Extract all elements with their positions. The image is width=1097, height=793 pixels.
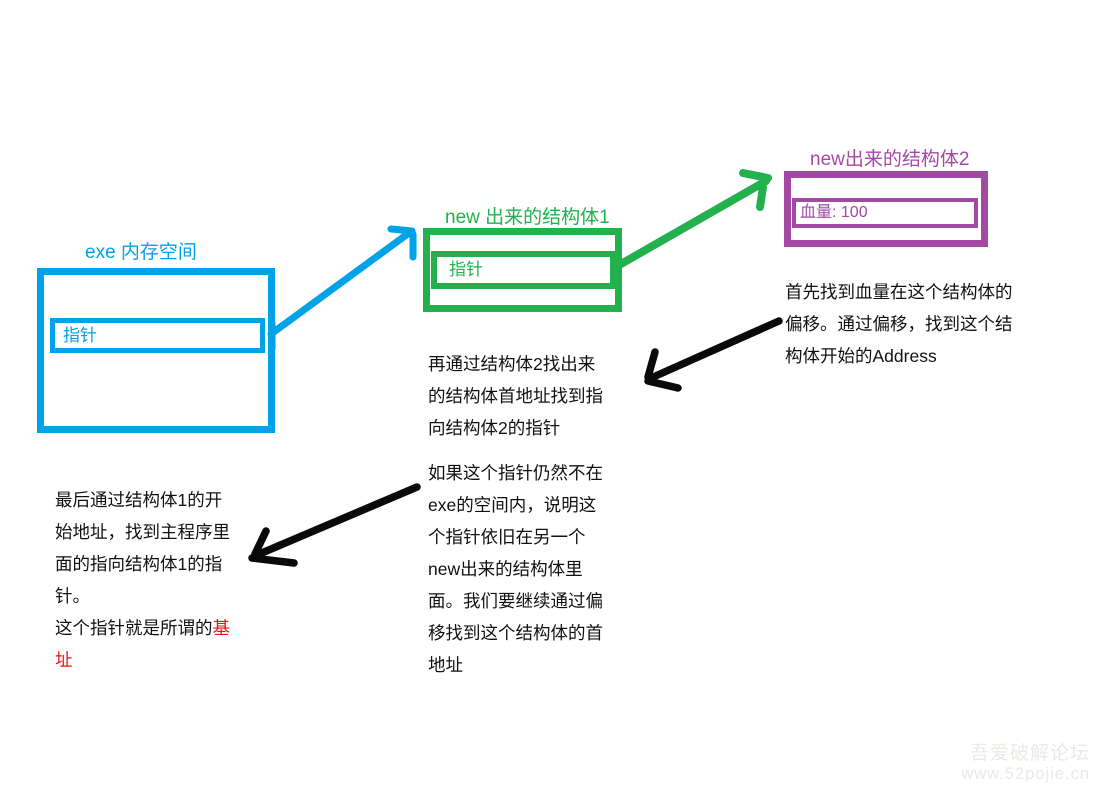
struct1-label: new 出来的结构体1	[445, 207, 610, 228]
watermark-forum-name: 吾爱破解论坛	[969, 743, 1090, 764]
base-note-tail: 这个指针就是所谓的	[55, 618, 213, 638]
struct1-pointer-label: 指针	[449, 260, 483, 279]
struct2-label: new出来的结构体2	[810, 149, 970, 170]
watermark-site-url: www.52pojie.cn	[961, 765, 1090, 783]
exe-memory-box: 指针	[37, 268, 275, 433]
struct2-box: 血量: 100	[784, 171, 988, 247]
exe-pointer-label: 指针	[63, 326, 97, 345]
exe-pointer-cell: 指针	[50, 318, 265, 353]
arrow-exe-pointer-to-struct1	[267, 225, 417, 353]
exe-memory-label: exe 内存空间	[85, 242, 197, 263]
base-note-highlight: 基 址	[55, 618, 230, 670]
arrow-offset-note-to-struct2-note	[644, 317, 783, 392]
struct2-hp-label: 血量: 100	[800, 204, 868, 221]
struct1-pointer-cell: 指针	[431, 251, 616, 289]
base-note-body: 最后通过结构体1的开 始地址，找到主程序里 面的指向结构体1的指 针。	[55, 490, 230, 606]
arrow-chain-note-to-base-note	[248, 483, 421, 567]
chain-note: 如果这个指针仍然不在 exe的空间内，说明这 个指针依旧在另一个 new出来的结…	[428, 463, 603, 675]
arrow-struct1-pointer-to-struct2	[617, 169, 772, 268]
offset-note: 首先找到血量在这个结构体的 偏移。通过偏移，找到这个结 构体开始的Address	[785, 282, 1013, 366]
base-note: 最后通过结构体1的开 始地址，找到主程序里 面的指向结构体1的指 针。 这个指针…	[55, 484, 270, 676]
watermark: 吾爱破解论坛 www.52pojie.cn	[961, 743, 1090, 785]
struct2-note: 再通过结构体2找出来 的结构体首地址找到指 向结构体2的指针	[428, 354, 603, 438]
struct2-hp-cell: 血量: 100	[792, 198, 978, 228]
struct1-box: 指针	[423, 228, 622, 312]
